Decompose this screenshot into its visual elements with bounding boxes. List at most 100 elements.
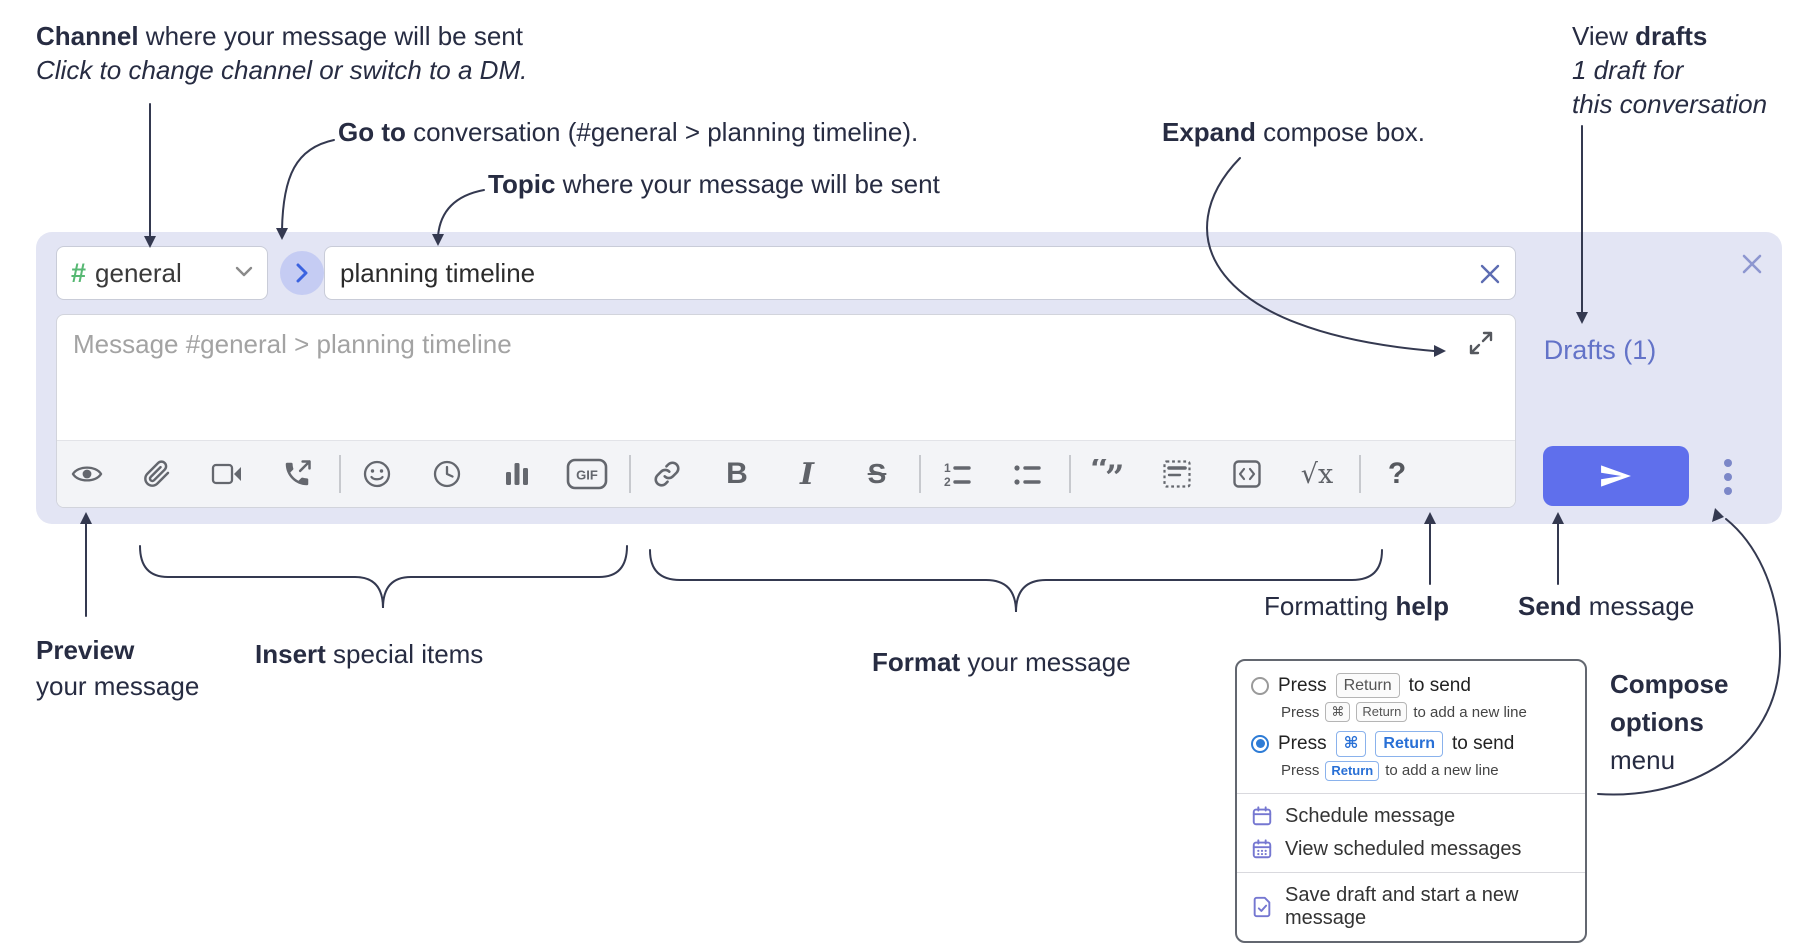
option-label-tail: to send — [1451, 732, 1515, 754]
draft-check-icon — [1253, 896, 1271, 917]
paperclip-icon — [144, 460, 170, 487]
annotation-insert: Insert special items — [255, 639, 484, 669]
compose-options-menu-button[interactable] — [1708, 454, 1748, 500]
return-key: Return — [1325, 760, 1380, 781]
calendar-icon — [1252, 806, 1272, 826]
go-to-conversation-button[interactable] — [280, 251, 324, 295]
channel-name: general — [95, 257, 182, 288]
close-compose-icon[interactable] — [1734, 246, 1770, 282]
math-button[interactable]: √x — [1295, 452, 1339, 496]
popup-divider — [1237, 871, 1585, 873]
italic-button[interactable]: I — [785, 452, 829, 496]
clear-topic-icon[interactable] — [1475, 259, 1505, 289]
smiley-icon — [363, 460, 391, 488]
clock-icon — [433, 460, 461, 488]
return-key: Return — [1375, 731, 1443, 757]
drafts-link[interactable]: Drafts (1) — [1543, 335, 1657, 365]
annotation-channel: Channel where your message will be sent — [36, 21, 523, 51]
calendar-days-icon — [1252, 839, 1272, 859]
gif-icon: GIF — [566, 458, 608, 490]
popup-divider — [1237, 792, 1585, 794]
radio-selected[interactable] — [1251, 734, 1269, 753]
toolbar-divider — [339, 455, 341, 493]
video-camera-icon — [211, 463, 241, 485]
message-input[interactable]: Message #general > planning timeline — [57, 315, 1515, 441]
annotation-preview-line2: your message — [36, 671, 200, 701]
option-enter-to-send[interactable]: Press Return to send — [1237, 670, 1585, 701]
annotation-go-to: Go to conversation (#general > planning … — [338, 117, 919, 147]
strikethrough-icon: S — [867, 458, 887, 489]
brace-insert — [139, 545, 628, 609]
return-key: Return — [1356, 702, 1408, 723]
quote-button[interactable]: “” — [1085, 452, 1129, 496]
bold-button[interactable]: B — [715, 452, 759, 496]
spoiler-button[interactable] — [1155, 452, 1199, 496]
option-cmd-enter-to-send[interactable]: Press ⌘ Return to send — [1237, 728, 1585, 759]
expand-compose-icon[interactable] — [1467, 329, 1495, 357]
send-button[interactable] — [1543, 446, 1689, 506]
annotation-send-message: Send message — [1518, 591, 1695, 621]
compose-box: # general Message #general > planning ti… — [36, 232, 1782, 524]
code-icon — [1233, 460, 1261, 488]
bulleted-list-icon — [1014, 465, 1041, 485]
toolbar-divider — [919, 455, 921, 493]
chevron-right-icon — [296, 263, 308, 283]
add-poll-button[interactable] — [495, 452, 539, 496]
annotation-view-drafts-line3: this conversation — [1572, 89, 1768, 119]
annotation-format: Format your message — [872, 647, 1131, 677]
chevron-down-icon — [235, 264, 253, 282]
menu-item-view-scheduled-messages[interactable]: View scheduled messages — [1237, 833, 1585, 866]
dot-icon — [1724, 459, 1732, 467]
add-video-call-button[interactable] — [205, 452, 249, 496]
message-formatting-help-button[interactable]: ? — [1375, 452, 1419, 496]
svg-text:1: 1 — [944, 461, 951, 475]
dot-icon — [1724, 473, 1732, 481]
send-icon — [1601, 465, 1631, 487]
option-label: Press — [1278, 732, 1327, 754]
bulleted-list-button[interactable] — [1005, 452, 1049, 496]
svg-text:“: “ — [1090, 459, 1110, 489]
question-mark-icon: ? — [1387, 457, 1407, 490]
add-global-time-button[interactable] — [425, 452, 469, 496]
dot-icon — [1724, 487, 1732, 495]
leader-go-to — [281, 139, 335, 231]
menu-item-schedule-message[interactable]: Schedule message — [1237, 800, 1585, 833]
annotation-channel-line2: Click to change channel or switch to a D… — [36, 55, 528, 85]
channel-selector[interactable]: # general — [56, 246, 268, 300]
spoiler-icon — [1163, 460, 1191, 488]
svg-text:2: 2 — [944, 475, 951, 488]
topic-input-wrapper — [324, 246, 1516, 300]
code-button[interactable] — [1225, 452, 1269, 496]
option-label-tail: to send — [1408, 674, 1471, 696]
return-key: Return — [1335, 673, 1400, 699]
radio-unselected[interactable] — [1251, 676, 1269, 695]
toolbar-divider — [1359, 455, 1361, 493]
link-button[interactable] — [645, 452, 689, 496]
annotation-compose-options-line3: menu — [1610, 745, 1676, 775]
toolbar-divider — [629, 455, 631, 493]
topic-input[interactable] — [325, 247, 1515, 299]
attach-file-button[interactable] — [135, 452, 179, 496]
quote-icon: “” — [1090, 459, 1125, 489]
strikethrough-button[interactable]: S — [855, 452, 899, 496]
cmd-key: ⌘ — [1325, 702, 1351, 723]
annotation-expand: Expand compose box. — [1162, 117, 1426, 147]
svg-text:”: ” — [1105, 459, 1125, 489]
add-voice-call-button[interactable] — [275, 452, 319, 496]
annotation-view-drafts: View drafts — [1572, 21, 1708, 51]
phone-outgoing-icon — [285, 460, 311, 486]
italic-icon: I — [799, 456, 815, 492]
bold-icon: B — [726, 457, 748, 490]
menu-item-save-draft-new-message[interactable]: Save draft and start a new message — [1237, 879, 1585, 935]
svg-text:GIF: GIF — [576, 468, 598, 483]
preview-button[interactable] — [65, 452, 109, 496]
message-placeholder: Message #general > planning timeline — [73, 329, 512, 359]
add-gif-button[interactable]: GIF — [565, 452, 609, 496]
annotation-view-drafts-line2: 1 draft for — [1572, 55, 1684, 85]
emoji-button[interactable] — [355, 452, 399, 496]
leader-topic — [437, 189, 485, 237]
numbered-list-icon: 12 — [944, 461, 971, 488]
